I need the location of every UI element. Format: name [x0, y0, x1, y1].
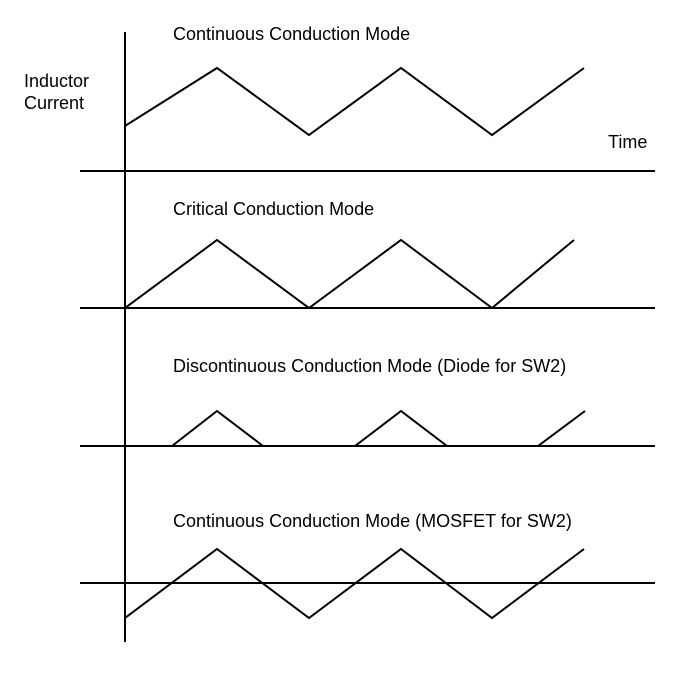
panel-continuous-mosfet: Continuous Conduction Mode (MOSFET for S… [80, 511, 655, 620]
current-waveform-critical [124, 238, 575, 310]
current-waveform-continuous [124, 66, 585, 137]
panel-critical: Critical Conduction Mode [80, 199, 655, 310]
panel-discontinuous: Discontinuous Conduction Mode (Diode for… [80, 356, 655, 447]
panel-title-discontinuous: Discontinuous Conduction Mode (Diode for… [173, 356, 566, 376]
panel-title-critical: Critical Conduction Mode [173, 199, 374, 219]
panel-continuous: Continuous Conduction Mode [80, 24, 655, 172]
panel-title-continuous-mosfet: Continuous Conduction Mode (MOSFET for S… [173, 511, 572, 531]
y-axis-label-line-1: Inductor [24, 71, 89, 91]
current-waveform-continuous-mosfet [124, 547, 585, 620]
x-axis-label: Time [608, 132, 647, 152]
y-axis-label-line-2: Current [24, 93, 84, 113]
current-waveform-discontinuous [171, 409, 586, 447]
panel-title-continuous: Continuous Conduction Mode [173, 24, 410, 44]
